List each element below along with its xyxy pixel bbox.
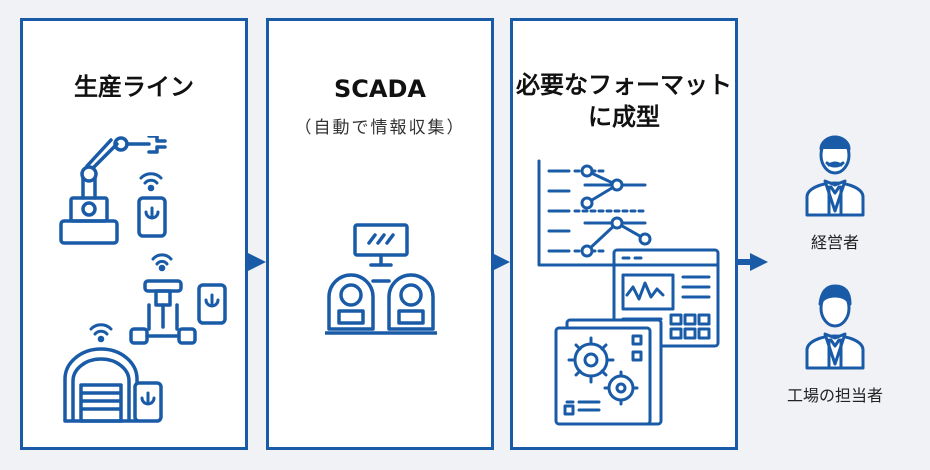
warehouse-icon — [63, 323, 163, 423]
line-chart-icon — [537, 159, 663, 267]
gears-blueprint-icon — [554, 318, 663, 426]
production-line-panel: 生産ライン — [20, 18, 248, 450]
factory-staff-label: 工場の担当者 — [786, 386, 883, 405]
scada-machine-icon — [325, 223, 437, 335]
executive-person-icon — [805, 135, 865, 217]
agv-robot-icon — [129, 253, 227, 345]
format-panel: 必要なフォーマット に成型 — [510, 18, 738, 450]
format-title-line1: 必要なフォーマット — [516, 71, 732, 99]
factory-staff-person-icon — [805, 284, 865, 370]
scada-title: SCADA — [334, 75, 426, 103]
arrow-icon — [492, 253, 510, 271]
production-line-title: 生産ライン — [74, 73, 194, 101]
arrow-icon — [736, 253, 768, 271]
robot-arm-icon — [59, 136, 167, 245]
arrow-icon — [248, 253, 266, 271]
format-title-line2: に成型 — [588, 103, 660, 131]
scada-subtitle: （自動で情報収集） — [294, 118, 466, 138]
executive-label: 経営者 — [810, 233, 859, 252]
scada-panel: SCADA （自動で情報収集） — [266, 18, 494, 450]
